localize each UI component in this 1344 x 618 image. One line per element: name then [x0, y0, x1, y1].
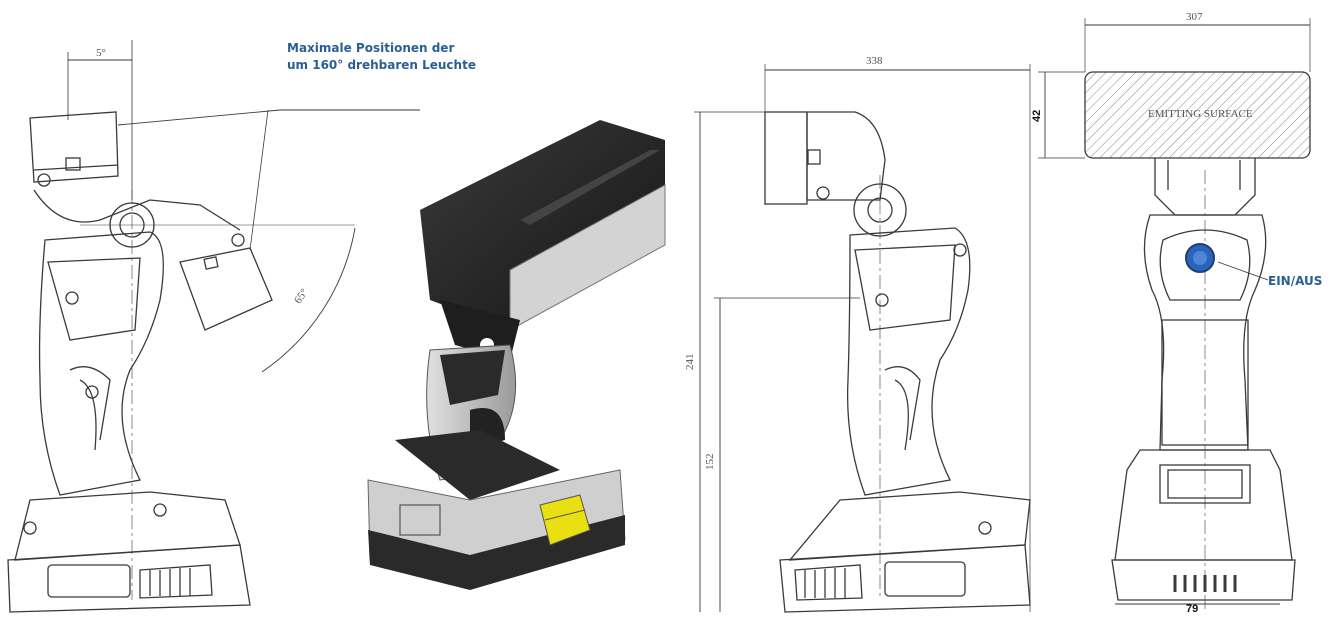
- on-off-callout: EIN/AUS: [1268, 274, 1323, 288]
- base-width-dimension: 79: [1186, 603, 1198, 615]
- rotation-callout: Maximale Positionen der um 160° drehbare…: [287, 41, 476, 72]
- isometric-render: [367, 120, 666, 590]
- depth-dimension: 338: [866, 55, 883, 67]
- side-view-rotation: [7, 40, 420, 613]
- height-grip-dimension: 152: [704, 454, 716, 471]
- tilt-small-label: 5°: [96, 47, 106, 59]
- head-width-dimension: 307: [1186, 11, 1203, 23]
- tilt-large-label: 65°: [292, 287, 311, 307]
- height-total-dimension: 241: [684, 354, 696, 371]
- head-height-dimension: 42: [1031, 110, 1043, 122]
- front-view: [1038, 18, 1311, 610]
- emitting-surface-label: EMITTING SURFACE: [1148, 108, 1253, 120]
- side-view-dimensioned: [694, 64, 1031, 613]
- switch-inner: [1193, 251, 1207, 265]
